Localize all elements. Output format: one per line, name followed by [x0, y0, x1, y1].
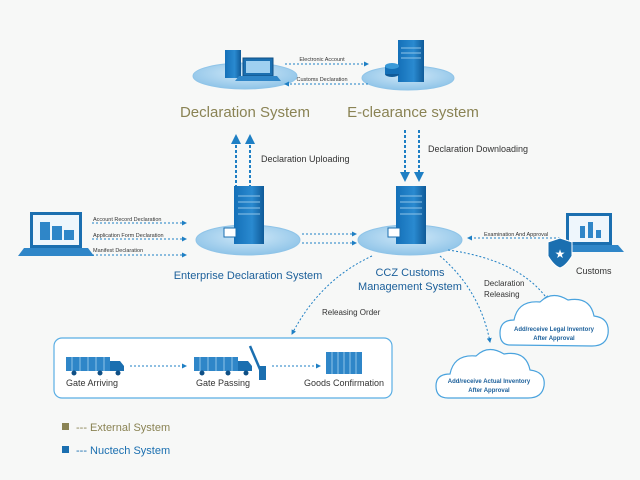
flow-declaration-releasing-line2: Releasing [484, 290, 520, 299]
truck-icon [194, 357, 252, 376]
legend-external-label: --- External System [76, 422, 170, 434]
customs-badge-icon: ★ [547, 237, 573, 269]
legend-external-swatch [62, 423, 69, 430]
flow-declaration-releasing-line1: Declaration [484, 279, 524, 288]
svg-text:★: ★ [555, 247, 566, 261]
actual-inventory-cloud [435, 348, 545, 399]
flow-examination-approval: Examination And Approval [484, 232, 548, 238]
server-icon [234, 186, 264, 244]
flow-declaration-uploading: Declaration Uploading [261, 154, 350, 164]
legal-inventory-line2: After Approval [533, 336, 575, 342]
ccz-customs-node [357, 186, 463, 256]
declaration-system-title: Declaration System [180, 104, 310, 121]
flow-releasing-order: Releasing Order [322, 308, 381, 317]
flow-application-form: Application Form Declaration [93, 233, 164, 239]
laptop-icon [235, 57, 281, 81]
truck-icon [66, 357, 124, 376]
eclearance-system-title: E-clearance system [347, 104, 479, 121]
warehouse-icon [326, 352, 362, 374]
gate-barrier-icon [248, 345, 266, 380]
flow-customs-declaration: Customs Declaration [296, 77, 347, 83]
eclearance-system-node [361, 40, 455, 91]
legal-inventory-line1: Add/receive Legal Inventory [514, 327, 595, 333]
legal-inventory-cloud [499, 294, 609, 347]
goods-confirmation-label: Goods Confirmation [304, 378, 384, 388]
ccz-customs-title-line2: Management System [358, 281, 462, 293]
flow-account-record: Account Record Declaration [93, 217, 161, 223]
flow-electronic-account: Electronic Account [299, 57, 345, 63]
enterprise-laptop-icon [18, 212, 94, 256]
legend-nuctech-label: --- Nuctech System [76, 445, 170, 457]
actual-inventory-line1: Add/receive Actual Inventory [448, 379, 531, 385]
actual-inventory-line2: After Approval [468, 388, 510, 394]
gate-arriving-label: Gate Arriving [66, 378, 118, 388]
legend-nuctech-swatch [62, 446, 69, 453]
flow-manifest: Manifest Declaration [93, 248, 143, 254]
computer-tower-icon [225, 50, 241, 78]
gate-passing-label: Gate Passing [196, 378, 250, 388]
enterprise-declaration-node [195, 186, 301, 256]
customs-laptop-icon [554, 213, 624, 252]
server-icon [398, 40, 424, 82]
monitor-icon [223, 227, 237, 238]
monitor-icon [387, 227, 401, 238]
enterprise-declaration-title: Enterprise Declaration System [174, 270, 323, 282]
declaration-system-node [192, 50, 298, 90]
ccz-customs-title-line1: CCZ Customs [375, 267, 445, 279]
customs-title: Customs [576, 266, 612, 276]
flow-declaration-downloading: Declaration Downloading [428, 144, 528, 154]
